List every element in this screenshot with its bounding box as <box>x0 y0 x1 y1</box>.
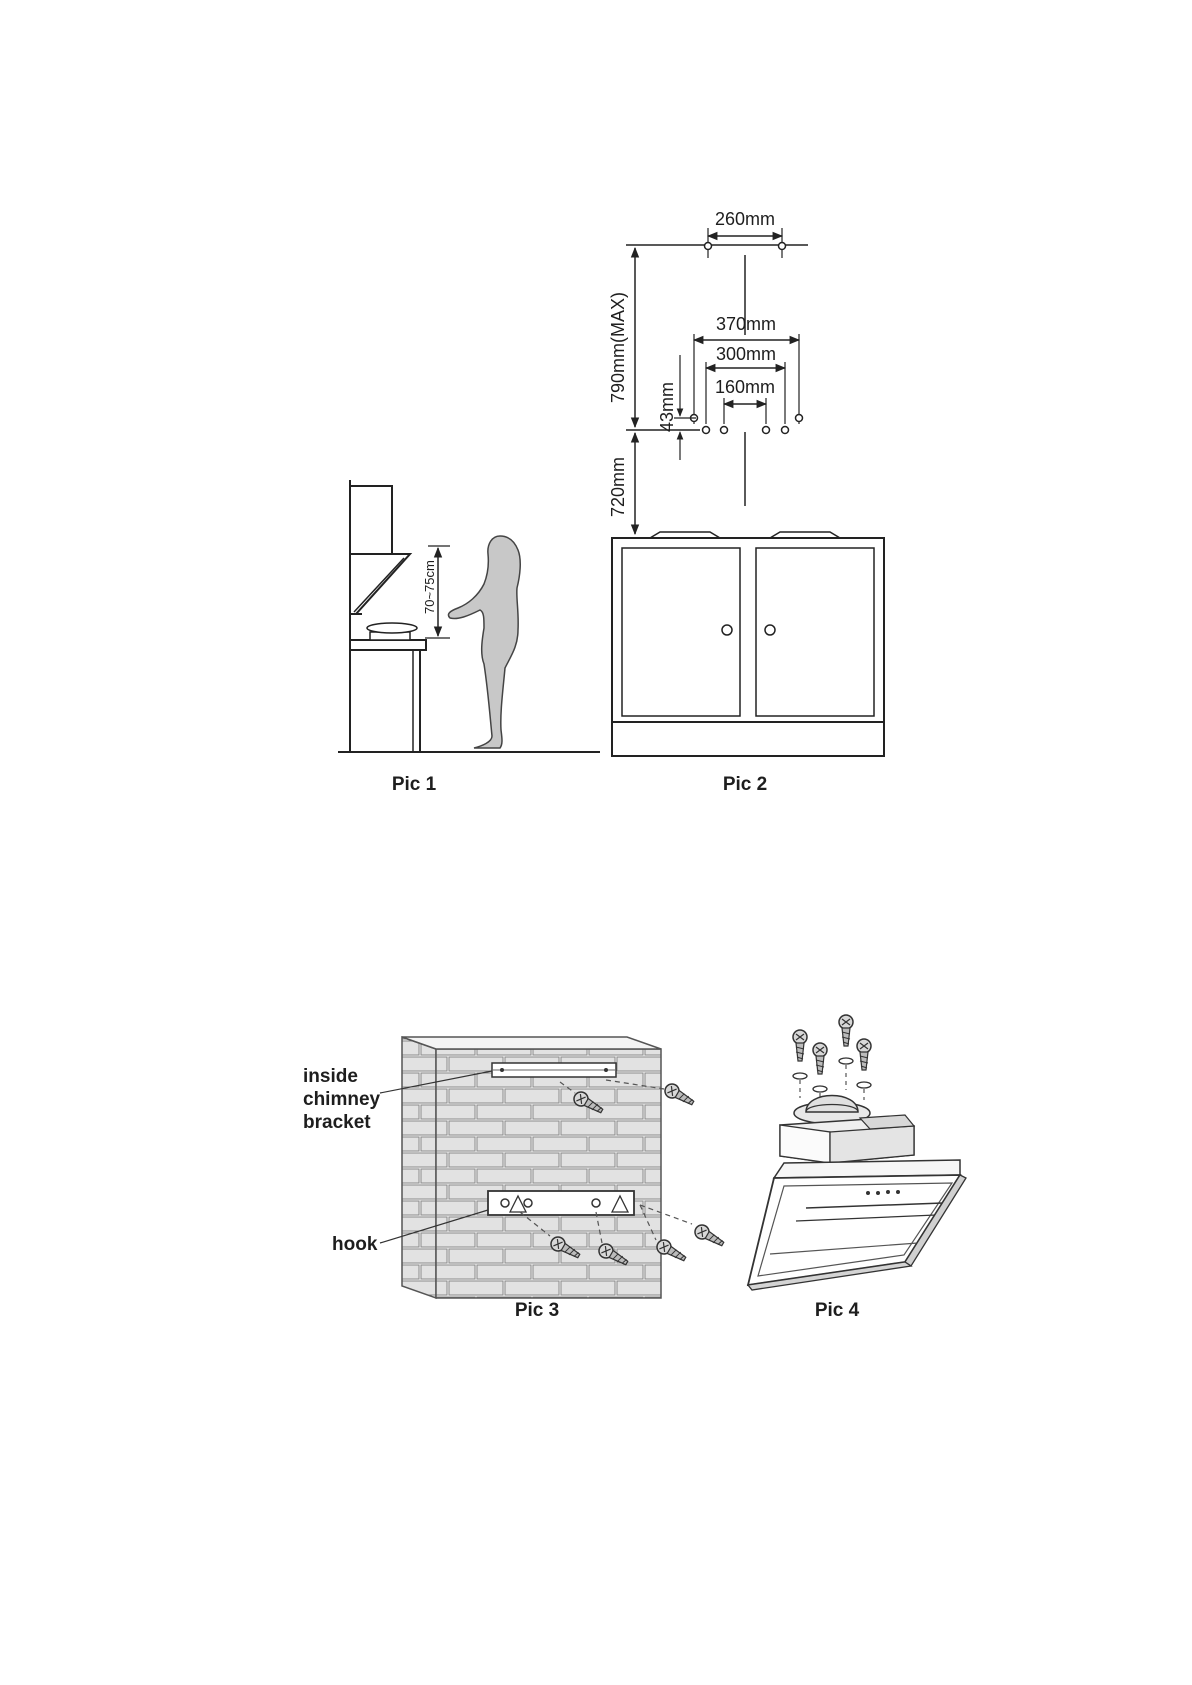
person-silhouette <box>448 536 520 748</box>
control-button <box>866 1191 870 1195</box>
pic2-caption: Pic 2 <box>723 774 767 795</box>
dim-260-label: 260mm <box>715 209 775 229</box>
hood-chimney <box>350 486 392 554</box>
screw <box>857 1039 871 1070</box>
label-bracket: bracket <box>303 1112 371 1133</box>
label-chimney: chimney <box>303 1089 381 1110</box>
pan <box>367 623 417 633</box>
dim-43-label: 43mm <box>657 382 677 432</box>
door-knob-left <box>722 625 732 635</box>
hole <box>763 427 770 434</box>
counter-top <box>350 640 426 650</box>
screw <box>662 1081 696 1109</box>
hole <box>721 427 728 434</box>
pic4-figure <box>748 1015 966 1290</box>
control-button <box>896 1190 900 1194</box>
screw <box>692 1222 726 1250</box>
brick-wall-top <box>402 1037 661 1049</box>
control-button <box>886 1190 890 1194</box>
pic3-caption: Pic 3 <box>515 1300 559 1321</box>
dim-370-label: 370mm <box>716 314 776 334</box>
dim-160-label: 160mm <box>715 377 775 397</box>
control-button <box>876 1191 880 1195</box>
dim-720-label: 720mm <box>608 457 628 517</box>
screw <box>839 1015 853 1046</box>
label-inside: inside <box>303 1066 358 1087</box>
dim-790-label: 790mm(MAX) <box>608 292 628 403</box>
label-hook: hook <box>332 1234 378 1255</box>
dim-300-label: 300mm <box>716 344 776 364</box>
pic1-height-label: 70~75cm <box>422 560 437 614</box>
motor-housing <box>806 1096 858 1113</box>
screw <box>813 1043 827 1074</box>
pic1-caption: Pic 1 <box>392 774 437 795</box>
door-knob-right <box>765 625 775 635</box>
screw <box>793 1030 807 1061</box>
pic3-figure <box>380 1037 726 1298</box>
hole <box>703 427 710 434</box>
cabinet-plinth <box>612 722 884 756</box>
pic1-figure: 70~75cm <box>338 480 600 752</box>
brick-wall-side <box>402 1037 436 1298</box>
hole <box>782 427 789 434</box>
pic2-figure: 260mm 370mm 300mm 160mm 43mm <box>608 209 884 756</box>
hole <box>796 415 803 422</box>
pic4-caption: Pic 4 <box>815 1300 860 1321</box>
